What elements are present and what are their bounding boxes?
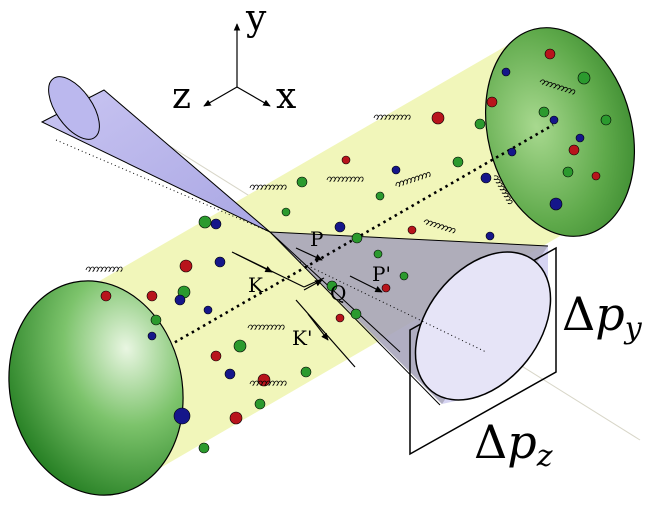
- particle-dot-icon: [281, 207, 291, 217]
- gluon-coil-icon: [247, 324, 285, 330]
- particle-dot-icon: [210, 218, 222, 230]
- gluon-coil-icon: [395, 171, 431, 187]
- particle-dot-icon: [179, 259, 193, 273]
- plasma-particles: [100, 48, 612, 454]
- particle-dot-icon: [486, 96, 498, 108]
- particle-dot-icon: [351, 232, 363, 244]
- particle-dot-icon: [575, 133, 585, 143]
- particle-dot-icon: [544, 48, 556, 60]
- delta-py-delta: Δ: [562, 287, 595, 341]
- pprime-arrow: [349, 275, 383, 293]
- delta-py-sub: y: [623, 311, 643, 346]
- particle-dot-icon: [335, 313, 345, 323]
- axis-label-y: y: [245, 0, 267, 39]
- gluon-coil-icon: [85, 266, 123, 272]
- particle-dot-icon: [577, 71, 591, 85]
- gluon-coil-icon: [249, 380, 287, 386]
- particle-dot-icon: [375, 191, 385, 201]
- label-k-prime: K': [292, 326, 312, 350]
- label-k: K: [248, 273, 264, 297]
- q-arrow: [303, 279, 323, 291]
- particle-dot-icon: [507, 147, 517, 157]
- delta-py-p: p: [595, 287, 624, 341]
- particle-dot-icon: [296, 176, 308, 188]
- gluon-coil-icon: [423, 219, 456, 234]
- particle-dot-icon: [300, 366, 312, 378]
- particle-dot-icon: [100, 290, 112, 302]
- particle-dot-icon: [474, 118, 486, 130]
- gluon-coil-icon: [249, 184, 287, 190]
- particle-dot-icon: [431, 111, 445, 125]
- particle-dot-icon: [373, 249, 383, 259]
- endcap-left: [8, 280, 184, 496]
- cone-edge-mid: [269, 231, 401, 353]
- particle-dot-icon: [214, 256, 226, 268]
- particle-dot-icon: [568, 144, 580, 156]
- x-axis-arrow: [236, 86, 271, 107]
- particle-dot-icon: [198, 215, 212, 229]
- particle-dot-icon: [210, 350, 222, 362]
- delta-pz-sub: z: [536, 439, 553, 474]
- delta-pz-label: Δpz: [474, 415, 553, 474]
- q-line: [303, 277, 325, 288]
- delta-pz-delta: Δ: [474, 415, 507, 469]
- k-arrow: [235, 253, 273, 273]
- label-p: P: [310, 227, 323, 251]
- delta-py-label: Δpy: [562, 287, 643, 346]
- label-p-prime: P': [372, 262, 391, 286]
- gluon-coil-icon: [373, 114, 411, 120]
- p-arrow: [295, 247, 323, 261]
- cone-axis-back: [55, 139, 271, 233]
- particle-dot-icon: [254, 398, 266, 410]
- particle-dot-icon: [341, 155, 351, 165]
- jet-cone-back-rim: [48, 76, 100, 140]
- axes-triad: [203, 23, 271, 107]
- particle-dot-icon: [224, 368, 236, 380]
- particle-dot-icon: [562, 166, 574, 178]
- z-axis-arrow: [203, 86, 238, 107]
- cone-axis-front: [299, 261, 487, 353]
- particle-dot-icon: [480, 172, 492, 184]
- gluon-coil-icon: [493, 175, 513, 205]
- particle-dot-icon: [391, 165, 401, 175]
- gluon-coil-icon: [539, 79, 576, 95]
- particle-dot-icon: [233, 339, 247, 353]
- particle-dot-icon: [501, 67, 511, 77]
- cone-mouth: [414, 251, 552, 401]
- particle-dot-icon: [591, 171, 601, 181]
- particle-dot-icon: [538, 106, 550, 118]
- kprime-arrow: [307, 313, 329, 341]
- particle-dot-icon: [173, 407, 191, 425]
- gluon-coils: [85, 79, 576, 386]
- particle-dot-icon: [146, 290, 158, 302]
- delta-pz-p: p: [507, 415, 536, 469]
- particle-dot-icon: [150, 314, 162, 326]
- particle-dot-icon: [229, 411, 243, 425]
- particle-dot-icon: [485, 231, 495, 241]
- particle-dot-icon: [326, 280, 338, 292]
- gluon-coil-icon: [326, 176, 364, 182]
- cone-edge-top: [269, 231, 549, 247]
- axis-label-x: x: [276, 76, 296, 117]
- label-q: Q: [330, 281, 346, 305]
- particle-dot-icon: [549, 115, 559, 125]
- particle-dot-icon: [452, 156, 464, 168]
- particle-dot-icon: [334, 221, 346, 233]
- particle-dot-icon: [350, 308, 362, 320]
- particle-dot-icon: [549, 197, 563, 211]
- momentum-vectors: [231, 247, 383, 368]
- endcap-right: [484, 27, 636, 237]
- particle-dot-icon: [198, 442, 210, 454]
- axis-label-z: z: [172, 76, 191, 117]
- particle-dot-icon: [257, 373, 271, 387]
- particle-dot-icon: [399, 271, 409, 281]
- particle-dot-icon: [174, 294, 186, 306]
- particle-dot-icon: [147, 331, 157, 341]
- particle-dot-icon: [203, 305, 213, 315]
- particle-dot-icon: [600, 114, 612, 126]
- particle-dot-icon: [407, 225, 417, 235]
